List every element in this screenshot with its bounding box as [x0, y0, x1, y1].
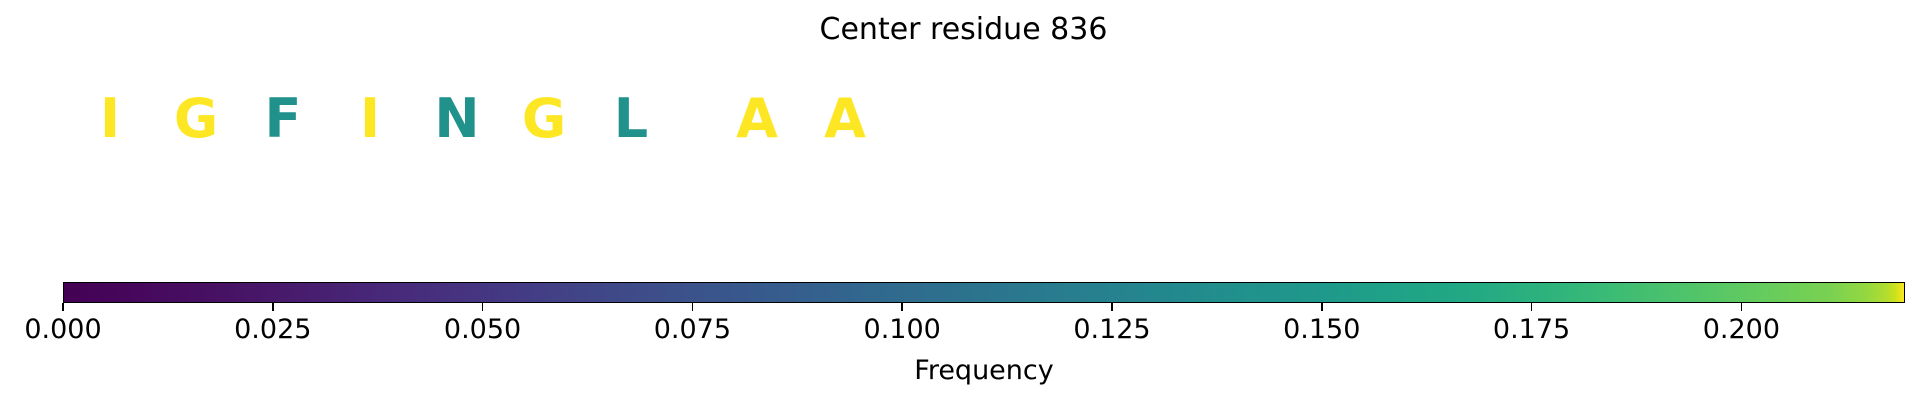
colorbar-tick-4: [901, 303, 903, 311]
sequence-residue-0: I: [99, 87, 121, 150]
colorbar-tick-7: [1530, 303, 1533, 311]
sequence-residue-5: G: [521, 87, 567, 150]
colorbar-tick-8: [1740, 303, 1743, 311]
colorbar-tick-label-3: 0.075: [653, 314, 732, 345]
colorbar-tick-5: [1111, 303, 1113, 311]
colorbar-tick-label-4: 0.100: [863, 314, 941, 345]
colorbar-tick-6: [1320, 303, 1323, 311]
colorbar-tick-1: [271, 303, 274, 311]
colorbar-tick-0: [62, 303, 64, 311]
sequence-residue-1: G: [173, 87, 219, 150]
colorbar-tick-label-2: 0.050: [443, 314, 522, 345]
colorbar: 0.000 0.025 0.050 0.075 0.100 0.125 0.150 0.175…: [24, 282, 1905, 345]
colorbar-tick-label-0: 0.000: [24, 314, 102, 345]
colorbar-tick-label-5: 0.125: [1073, 314, 1151, 345]
colorbar-tick-label-7: 0.175: [1492, 314, 1571, 345]
colorbar-tick-label-6: 0.150: [1283, 314, 1361, 345]
sequence-residue-2: F: [264, 87, 302, 150]
colorbar-gradient: [63, 282, 1905, 303]
colorbar-tick-3: [691, 303, 694, 311]
sequence-residue-6: L: [613, 87, 649, 150]
sequence-residue-4: N: [434, 87, 480, 150]
sequence-residue-3: I: [359, 87, 381, 150]
colorbar-tick-label-8: 0.200: [1702, 314, 1780, 345]
colorbar-tick-2: [481, 303, 484, 311]
colorbar-tick-label-1: 0.025: [234, 314, 312, 345]
colorbar-axis-label: Frequency: [914, 355, 1054, 386]
sequence-residue-7: A: [736, 87, 778, 150]
figure-title: Center residue 836: [819, 12, 1108, 47]
sequence-residue-8: A: [824, 87, 866, 150]
